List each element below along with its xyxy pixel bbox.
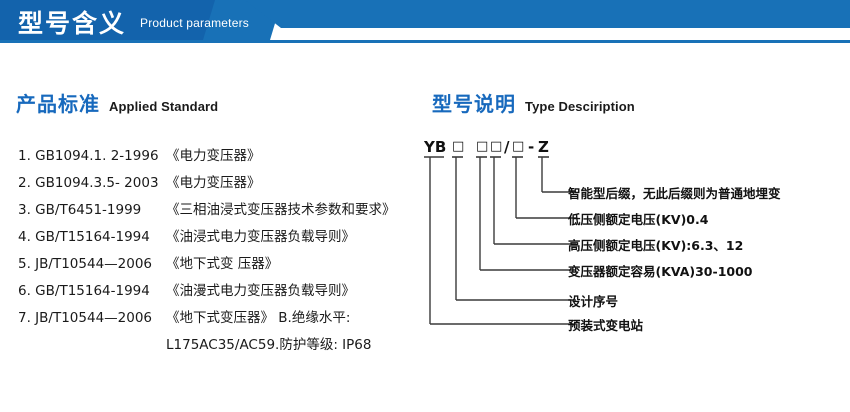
- standard-name: 《电力变压器》: [166, 175, 261, 191]
- standard-name: 《地下式变 压器》: [166, 256, 279, 272]
- standard-code: 3. GB/T6451-1999: [18, 202, 142, 218]
- page-header-banner: 型号含义 Product parameters: [0, 0, 850, 47]
- standard-name: 《电力变压器》: [166, 148, 261, 164]
- standard-name: 《地下式变压器》 B.绝缘水平:: [166, 310, 351, 326]
- type-code-token: □: [476, 139, 489, 154]
- standard-code: 5. JB/T10544—2006: [18, 256, 153, 272]
- section-heading-en: Applied Standard: [109, 99, 219, 114]
- standard-code: 7. JB/T10544—2006: [18, 310, 153, 326]
- callout-label: 高压侧额定电压(KV):6.3、12: [568, 238, 744, 253]
- banner-title-en: Product parameters: [140, 16, 249, 30]
- standards-list: 1. GB1094.1. 2-1996《电力变压器》2. GB1094.3.5-…: [18, 143, 433, 359]
- type-code-token: □: [452, 139, 465, 154]
- standard-row: 6. GB/T15164-1994 《油漫式电力变压器负载导则》: [18, 278, 433, 305]
- section-heading-type-description: 型号说明 Type Desciription: [432, 88, 635, 117]
- section-heading-cn: 型号说明: [432, 92, 516, 116]
- type-code-token: □: [512, 139, 525, 154]
- type-code-token: □: [490, 139, 503, 154]
- section-heading-cn: 产品标准: [16, 92, 100, 116]
- callout-label: 低压侧额定电压(KV)0.4: [568, 212, 709, 227]
- type-code-token: /: [504, 138, 510, 156]
- type-code-diagram: YB□□□/□-Z 智能型后缀，无此后缀则为普通地埋变低压侧额定电压(KV)0.…: [424, 138, 848, 348]
- banner-dark-shape: [0, 0, 215, 40]
- banner-underline: [0, 40, 850, 43]
- standard-continuation-line: L175AC35/AC59.防护等级: IP68: [166, 337, 372, 353]
- type-code-token: -: [528, 138, 535, 156]
- standard-code: 6. GB/T15164-1994: [18, 283, 150, 299]
- standard-row: 3. GB/T6451-1999 《三相油浸式变压器技术参数和要求》: [18, 197, 433, 224]
- callout-leader-lines: [424, 156, 576, 325]
- standard-row: 7. JB/T10544—2006 《地下式变压器》 B.绝缘水平:: [18, 305, 433, 332]
- standard-row: 1. GB1094.1. 2-1996 《电力变压器》: [18, 143, 433, 170]
- standard-row: 4. GB/T15164-1994 《油浸式电力变压器负载导则》: [18, 224, 433, 251]
- section-heading-en: Type Desciription: [525, 99, 635, 114]
- banner-title-cn: 型号含义: [18, 9, 127, 38]
- type-code-token: Z: [538, 138, 549, 156]
- callout-label: 变压器额定容易(KVA)30-1000: [568, 264, 753, 279]
- standard-name: 《三相油浸式变压器技术参数和要求》: [166, 202, 396, 218]
- section-heading-applied-standard: 产品标准 Applied Standard: [16, 88, 218, 117]
- type-code-token: YB: [424, 138, 447, 156]
- callout-label: 预装式变电站: [568, 318, 644, 333]
- standard-row: 5. JB/T10544—2006 《地下式变 压器》: [18, 251, 433, 278]
- standard-name: 《油浸式电力变压器负载导则》: [166, 229, 355, 245]
- callout-label: 智能型后缀，无此后缀则为普通地埋变: [568, 186, 781, 201]
- standard-row: 2. GB1094.3.5- 2003 《电力变压器》: [18, 170, 433, 197]
- standard-code: 4. GB/T15164-1994: [18, 229, 150, 245]
- callout-label: 设计序号: [568, 294, 619, 309]
- standard-name: 《油漫式电力变压器负载导则》: [166, 283, 355, 299]
- banner-tail-shape: [245, 0, 850, 28]
- standard-code: 2. GB1094.3.5- 2003: [18, 175, 159, 191]
- standard-code: 1. GB1094.1. 2-1996: [18, 148, 159, 164]
